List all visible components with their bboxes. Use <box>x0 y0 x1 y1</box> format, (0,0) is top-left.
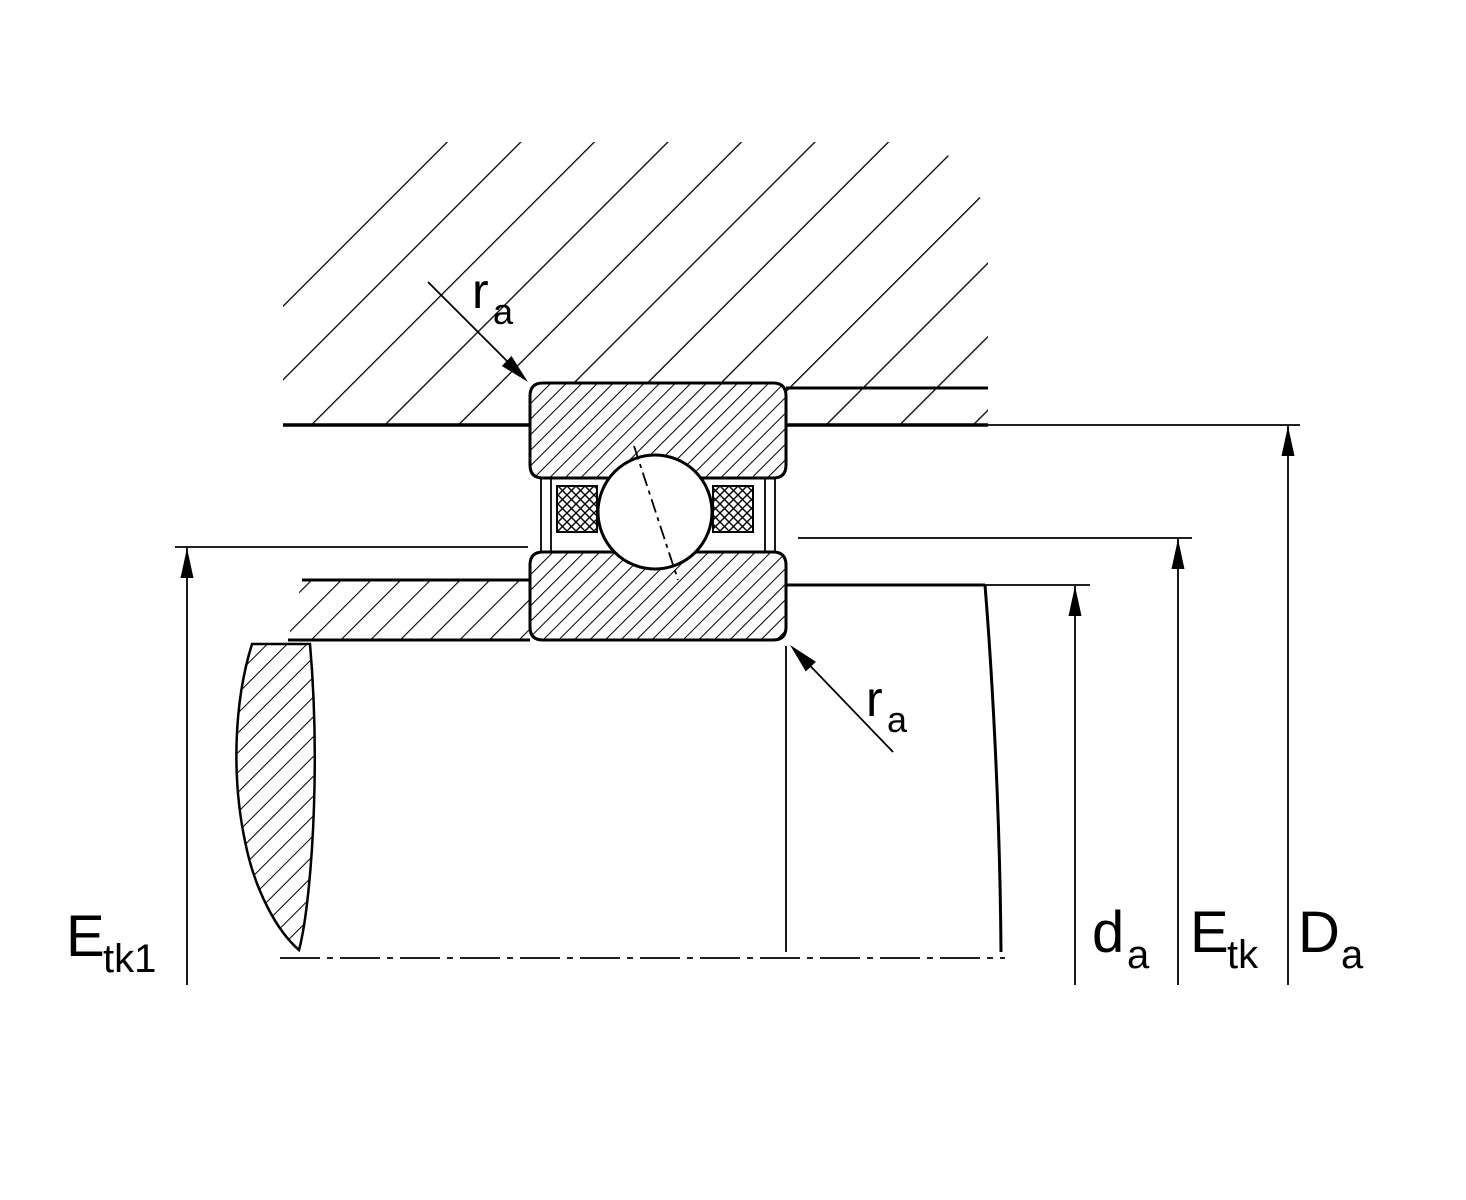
inner-ring <box>528 550 788 642</box>
shaft-shoulder-left <box>288 578 530 642</box>
dimension-label-etk1: Etk1 <box>66 904 156 981</box>
cage-right <box>712 485 754 533</box>
dimension-Da: Da <box>988 424 1364 985</box>
etk1-arrowhead <box>180 548 194 578</box>
shaft-contour-curve <box>983 584 1003 953</box>
housing-hatch <box>283 142 988 425</box>
ra-top-arrowhead <box>501 356 528 382</box>
bearing-cross-section <box>528 381 788 642</box>
dimension-da: da <box>985 584 1150 985</box>
dimension-etk1: Etk1 <box>66 546 528 985</box>
dimension-etk: Etk <box>798 537 1259 985</box>
dimension-label-etk: Etk <box>1190 900 1259 977</box>
housing-section <box>283 142 988 427</box>
shaft-relief-contour <box>235 642 317 953</box>
Da-arrowhead <box>1281 426 1295 456</box>
shoulder-left-hatch <box>288 580 530 640</box>
ra-bottom-leader-line <box>794 649 894 753</box>
ra-bottom-arrowhead <box>790 645 816 672</box>
da-arrowhead <box>1068 586 1082 616</box>
etk-arrowhead <box>1171 539 1185 569</box>
outer-ring <box>528 381 788 480</box>
dimension-label-da: da <box>1092 900 1150 977</box>
shaft-shoulder-right <box>785 583 1003 953</box>
dimension-label-Da: Da <box>1298 900 1364 977</box>
cage-left <box>556 485 598 533</box>
contact-angle-centerline <box>633 445 679 581</box>
